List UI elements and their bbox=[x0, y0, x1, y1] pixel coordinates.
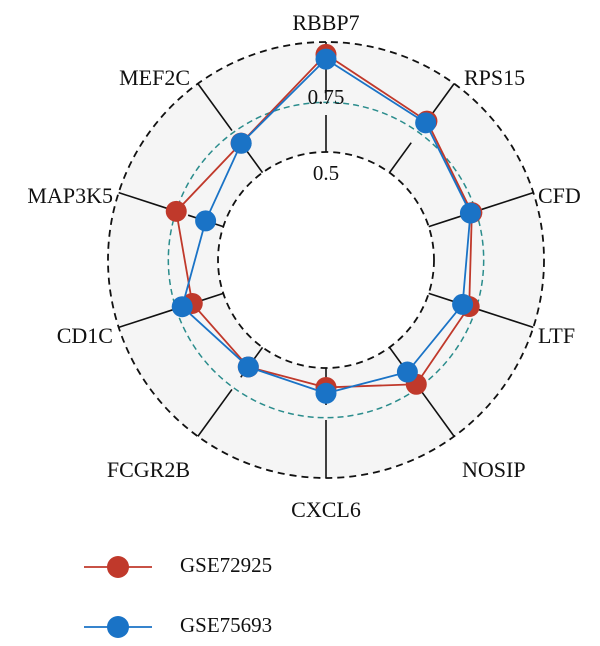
data-point bbox=[452, 293, 474, 315]
category-label: RPS15 bbox=[464, 65, 525, 90]
data-point bbox=[230, 132, 252, 154]
radial-tick-label: 0.75 bbox=[308, 85, 345, 109]
data-point bbox=[396, 361, 418, 383]
data-point bbox=[315, 382, 337, 404]
legend-swatch-marker bbox=[107, 616, 129, 638]
category-label: MEF2C bbox=[119, 65, 190, 90]
data-point bbox=[315, 48, 337, 70]
data-point bbox=[415, 112, 437, 134]
data-point bbox=[237, 356, 259, 378]
data-point bbox=[459, 202, 481, 224]
category-label: FCGR2B bbox=[107, 457, 190, 482]
reference-ring bbox=[167, 101, 485, 419]
category-label: CFD bbox=[538, 183, 581, 208]
spoke-inner bbox=[428, 214, 465, 228]
spoke-outer bbox=[118, 191, 175, 212]
legend-label: GSE75693 bbox=[180, 613, 272, 637]
category-label: CD1C bbox=[57, 323, 113, 348]
category-label: NOSIP bbox=[462, 457, 526, 482]
legend-label: GSE72925 bbox=[180, 553, 272, 577]
data-point bbox=[165, 200, 187, 222]
category-label: LTF bbox=[538, 323, 575, 348]
radial-ticks: 0.5 0.75 bbox=[308, 85, 345, 185]
category-label: RBBP7 bbox=[292, 10, 359, 35]
radar-grid bbox=[107, 41, 545, 479]
legend-item: GSE72925 bbox=[84, 553, 272, 578]
radial-tick-label: 0.5 bbox=[313, 161, 339, 185]
category-label: MAP3K5 bbox=[27, 183, 113, 208]
spoke-inner bbox=[388, 142, 412, 174]
spoke-outer bbox=[419, 388, 455, 437]
spoke-outer bbox=[118, 308, 175, 329]
category-label: CXCL6 bbox=[291, 497, 361, 522]
spoke-outer bbox=[477, 308, 534, 329]
spoke-outer bbox=[197, 83, 233, 132]
data-point bbox=[195, 210, 217, 232]
legend-swatch-marker bbox=[107, 556, 129, 578]
spoke-outer bbox=[477, 191, 534, 212]
series-layer bbox=[165, 43, 483, 404]
legend-item: GSE75693 bbox=[84, 613, 272, 638]
data-point bbox=[171, 296, 193, 318]
spoke-outer bbox=[197, 388, 233, 437]
series-GSE75693 bbox=[171, 48, 481, 404]
